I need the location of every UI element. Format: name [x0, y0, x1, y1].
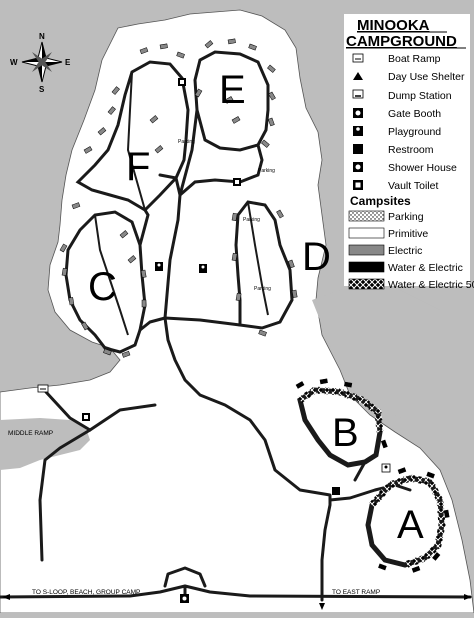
restroom-icon: [332, 487, 340, 495]
svg-text:Playground: Playground: [388, 126, 441, 138]
west-road: [38, 403, 157, 562]
shower-house-icon: [233, 178, 241, 186]
svg-text:Water & Electric 50: Water & Electric 50: [388, 279, 474, 291]
road-a-link: [393, 483, 412, 492]
svg-text:Shower House: Shower House: [388, 162, 457, 174]
inlet-east: [312, 285, 474, 470]
junction-c: [138, 316, 167, 332]
middle-ramp-road: [44, 390, 92, 432]
legend-row-electric: Electric: [348, 244, 422, 257]
water-electric-swatch: [348, 261, 385, 273]
playground-icon: [353, 126, 363, 136]
s-loop-label: TO S-LOOP, BEACH, GROUP CAMP: [32, 589, 140, 596]
campsite-markers: [59, 38, 298, 358]
svg-text:Primitive: Primitive: [388, 228, 428, 240]
map-title-line1: MINOOKA: [357, 17, 430, 34]
gate-booth-icon: [180, 594, 189, 603]
s-loop-spur: [163, 566, 207, 588]
svg-text:Vault Toilet: Vault Toilet: [388, 180, 438, 192]
legend-row-water-electric-50: Water & Electric 50: [348, 278, 474, 291]
junction-d: [163, 316, 242, 327]
campsite-markers-we: [295, 378, 450, 573]
parking-label-e: Parking: [178, 139, 195, 145]
arrow-east-icon: [464, 594, 472, 600]
compass-n: N: [39, 32, 45, 41]
compass-s: S: [39, 85, 45, 94]
arrow-south-icon: [319, 603, 325, 610]
parking-swatch: [348, 210, 385, 222]
parking-label-f: Parking: [258, 168, 275, 174]
arrow-west-icon: [2, 594, 10, 600]
playground-icon: [381, 463, 391, 473]
loop-c-inner: [94, 214, 129, 336]
restroom-icon: [353, 144, 363, 154]
svg-text:Dump Station: Dump Station: [388, 90, 452, 102]
roads: [0, 108, 472, 602]
loop-label-c: C: [88, 265, 117, 309]
parking-label-d: Parking: [243, 217, 260, 223]
legend-row-primitive: Primitive: [348, 227, 428, 240]
inlet-south-west: [0, 418, 90, 470]
map-title-line2: CAMPGROUND: [346, 33, 457, 50]
loop-label-f: E: [219, 68, 246, 112]
legend-row-boat-ramp: Boat Ramp: [352, 53, 441, 65]
svg-text:Parking: Parking: [388, 211, 424, 223]
loop-b-road-pattern: [298, 386, 384, 433]
loop-c-road: [64, 210, 147, 354]
svg-text:Day Use Shelter: Day Use Shelter: [388, 71, 465, 83]
svg-text:Electric: Electric: [388, 245, 422, 257]
campsites-heading: Campsites: [350, 194, 411, 208]
fork-f: [178, 108, 199, 197]
legend-row-playground: Playground: [353, 126, 441, 138]
middle-ramp-label: MIDDLE RAMP: [8, 430, 53, 437]
central-road: [163, 176, 182, 320]
legend-row-parking: Parking: [348, 210, 424, 223]
loop-label-d: D: [302, 235, 331, 279]
legend-row-vault-toilet: Vault Toilet: [353, 180, 438, 192]
legend-row-shower-house: Shower House: [353, 162, 457, 174]
boat-ramp-icon: [352, 53, 364, 63]
loop-label-e: F: [126, 145, 150, 189]
loop-e-road: [75, 60, 190, 212]
legend-row-day-use-shelter: Day Use Shelter: [353, 71, 465, 83]
dump-station-icon: [352, 89, 364, 99]
compass-rose-icon: N S E W: [10, 32, 71, 94]
loop-c-link: [138, 209, 150, 246]
electric-swatch: [348, 244, 385, 256]
legend-row-dump-station: Dump Station: [352, 89, 452, 102]
parking-label-d2: Parking: [254, 286, 271, 292]
svg-text:Gate Booth: Gate Booth: [388, 108, 441, 120]
day-use-shelter-icon: [353, 72, 363, 80]
playground-icon: [155, 262, 163, 271]
fork-e: [158, 173, 178, 180]
vault-toilet-icon: [178, 78, 186, 86]
primitive-swatch: [348, 227, 385, 239]
boat-ramp-icon: [37, 384, 49, 393]
svg-text:Boat Ramp: Boat Ramp: [388, 53, 441, 65]
loop-label-b: B: [332, 411, 359, 455]
legend: MINOOKA CAMPGROUND Boat Ramp Day Use She…: [344, 14, 474, 291]
loop-label-a: A: [397, 503, 424, 547]
spine-road: [163, 316, 332, 602]
loop-d-inner: [247, 201, 269, 316]
loop-f-road: [193, 50, 270, 152]
water-electric-50-swatch: [348, 278, 385, 290]
east-ramp-label: TO EAST RAMP: [332, 589, 380, 596]
vault-toilet-icon: [82, 413, 90, 421]
legend-row-gate-booth: Gate Booth: [353, 108, 441, 120]
compass-w: W: [10, 58, 18, 67]
road-b-link: [353, 460, 367, 482]
playground-icon: [199, 264, 207, 273]
svg-text:Water & Electric: Water & Electric: [388, 262, 463, 274]
loop-d-road: [234, 200, 294, 330]
loop-e-inner: [126, 71, 146, 211]
compass-e: E: [65, 58, 71, 67]
legend-row-water-electric: Water & Electric: [348, 261, 463, 274]
svg-text:Restroom: Restroom: [388, 144, 434, 156]
legend-row-restroom: Restroom: [353, 144, 434, 156]
